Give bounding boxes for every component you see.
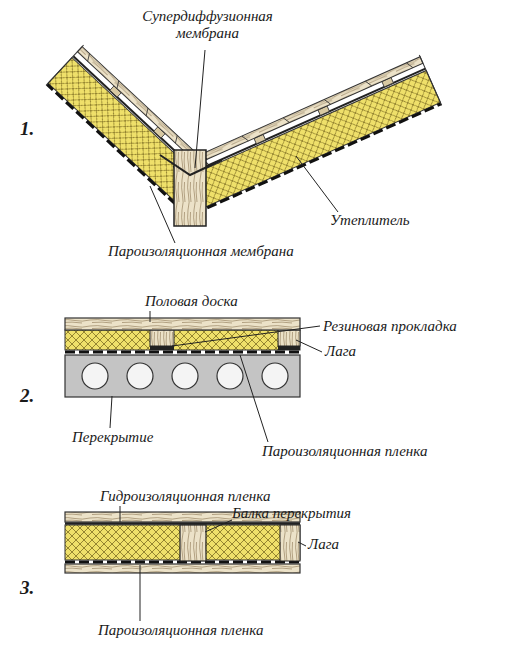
leader-lines <box>110 50 338 621</box>
part-label: Половая доска <box>145 293 238 310</box>
part-label: Лага <box>325 343 356 360</box>
part-label: Пароизоляционная мембрана <box>108 243 294 260</box>
part-label: Утеплитель <box>330 212 410 229</box>
callout-number: 2. <box>20 385 34 407</box>
part-label: Пароизоляционная пленка <box>262 443 427 460</box>
part-label: Перекрытие <box>72 429 153 446</box>
part-label: Супердиффузионная мембрана <box>135 8 280 43</box>
part-label: Резиновая прокладка <box>323 318 457 335</box>
part-label: Балка перекрытия <box>232 505 351 522</box>
valley-beam <box>174 150 206 226</box>
roof-right-slope <box>173 55 442 215</box>
callout-number: 3. <box>20 577 34 599</box>
part-label: Гидроизоляционная пленка <box>100 488 270 505</box>
floor-on-slab <box>65 318 300 397</box>
callout-number: 1. <box>20 118 34 140</box>
valley-flashing <box>160 155 222 175</box>
part-label: Пароизоляционная пленка <box>98 622 263 639</box>
part-label: Лага <box>308 536 339 553</box>
floor-on-beams <box>65 512 300 573</box>
